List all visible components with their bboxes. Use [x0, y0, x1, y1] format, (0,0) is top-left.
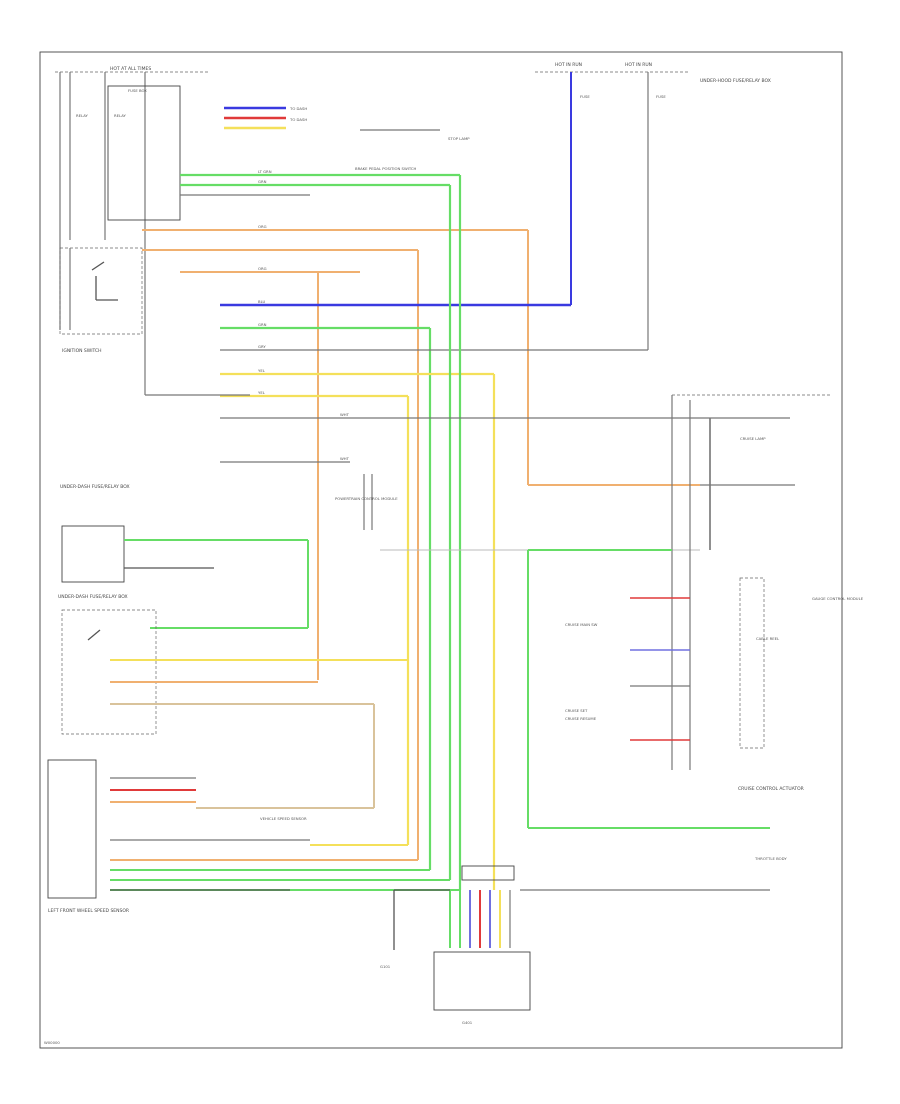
wire-label-blu: BLU: [258, 299, 266, 304]
hot-at-all-times-label: HOT AT ALL TIMES: [110, 66, 151, 72]
ground-1-label: G101: [380, 964, 391, 969]
cruise-main-label: CRUISE MAIN SW: [565, 622, 598, 627]
ignition-switch: IGNITION SWITCH: [59, 247, 143, 354]
hot-run-b-label: HOT IN RUN: [625, 62, 652, 68]
wire-label-grn: GRN: [258, 179, 267, 184]
wire-label-yel: YEL: [258, 368, 266, 373]
gauge-control-module: CRUISE LAMP GAUGE CONTROL MODULE CABLE R…: [565, 394, 864, 770]
wire-label-gry: GRY: [258, 344, 266, 349]
top-right-fuses: HOT IN RUN HOT IN RUN FUSE FUSE UNDER-HO…: [535, 62, 771, 350]
wire-label-org-2: ORG: [258, 266, 267, 271]
vss-label: VEHICLE SPEED SENSOR: [260, 816, 307, 821]
stop-lamp-label: STOP LAMP: [448, 136, 470, 141]
brake-switch-label: BRAKE PEDAL POSITION SWITCH: [355, 166, 417, 171]
wire-label-wht: WHT: [340, 412, 350, 417]
to-dash-2-label: TO DASH: [289, 117, 307, 122]
ignition-switch-label: IGNITION SWITCH: [62, 348, 102, 354]
pcm-bottom-left: LEFT FRONT WHEEL SPEED SENSOR VEHICLE SP…: [47, 759, 460, 914]
brake-switch-block: POWERTRAIN CONTROL MODULE: [335, 474, 398, 530]
data-link-connector: G101 G401: [380, 865, 531, 1025]
cruise-resume-label: CRUISE RESUME: [565, 716, 597, 721]
diagram-border: [39, 51, 843, 1049]
wire-label-wht-2: WHT: [340, 456, 350, 461]
top-center-wires: TO DASH TO DASH STOP LAMP BRAKE PEDAL PO…: [224, 106, 470, 171]
main-wire-bundle: [142, 173, 700, 890]
fuse-block-top-left: HOT AT ALL TIMES FUSE BOX RELAY RELAY: [55, 66, 210, 395]
wire-label-lt-grn: LT GRN: [258, 169, 272, 174]
cruise-actuator: CRUISE CONTROL ACTUATOR THROTTLE BODY: [520, 549, 804, 891]
throttle-label: THROTTLE BODY: [754, 856, 787, 861]
to-dash-1-label: TO DASH: [289, 106, 307, 111]
relay-2-label: RELAY: [114, 113, 127, 118]
relay-1-label: RELAY: [76, 113, 89, 118]
wire-label-grn-2: GRN: [258, 322, 267, 327]
wire-label-org: ORG: [258, 224, 267, 229]
left-front-wheel-label: LEFT FRONT WHEEL SPEED SENSOR: [48, 908, 129, 914]
cruise-lamp-label: CRUISE LAMP: [740, 436, 766, 441]
figure-number: W00000: [44, 1040, 60, 1045]
under-hood-fuse-label: UNDER-HOOD FUSE/RELAY BOX: [700, 78, 771, 84]
fuse-small-b: FUSE: [656, 94, 666, 99]
spiral-cable-label: CABLE REEL: [756, 636, 780, 641]
wire-color-labels: LT GRN GRN ORG ORG BLU GRN GRY YEL YEL W…: [258, 169, 350, 461]
under-dash-fuse-box: UNDER-DASH FUSE/RELAY BOX: [60, 484, 309, 629]
cruise-set-label: CRUISE SET: [565, 708, 588, 713]
fuse-small-a: FUSE: [580, 94, 590, 99]
combination-meter-label: GAUGE CONTROL MODULE: [812, 596, 864, 601]
pcm-label: POWERTRAIN CONTROL MODULE: [335, 496, 398, 501]
under-dash-fuse-label-b: UNDER-DASH FUSE/RELAY BOX: [58, 594, 128, 600]
under-dash-fuse-label-a: UNDER-DASH FUSE/RELAY BOX: [60, 484, 130, 490]
actuator-label: CRUISE CONTROL ACTUATOR: [738, 786, 804, 792]
fuse-box-label: FUSE BOX: [128, 88, 147, 93]
relay-box-lower: UNDER-DASH FUSE/RELAY BOX: [58, 594, 408, 808]
ground-2-label: G401: [462, 1020, 473, 1025]
wire-label-yel-2: YEL: [258, 390, 266, 395]
hot-run-a-label: HOT IN RUN: [555, 62, 582, 68]
